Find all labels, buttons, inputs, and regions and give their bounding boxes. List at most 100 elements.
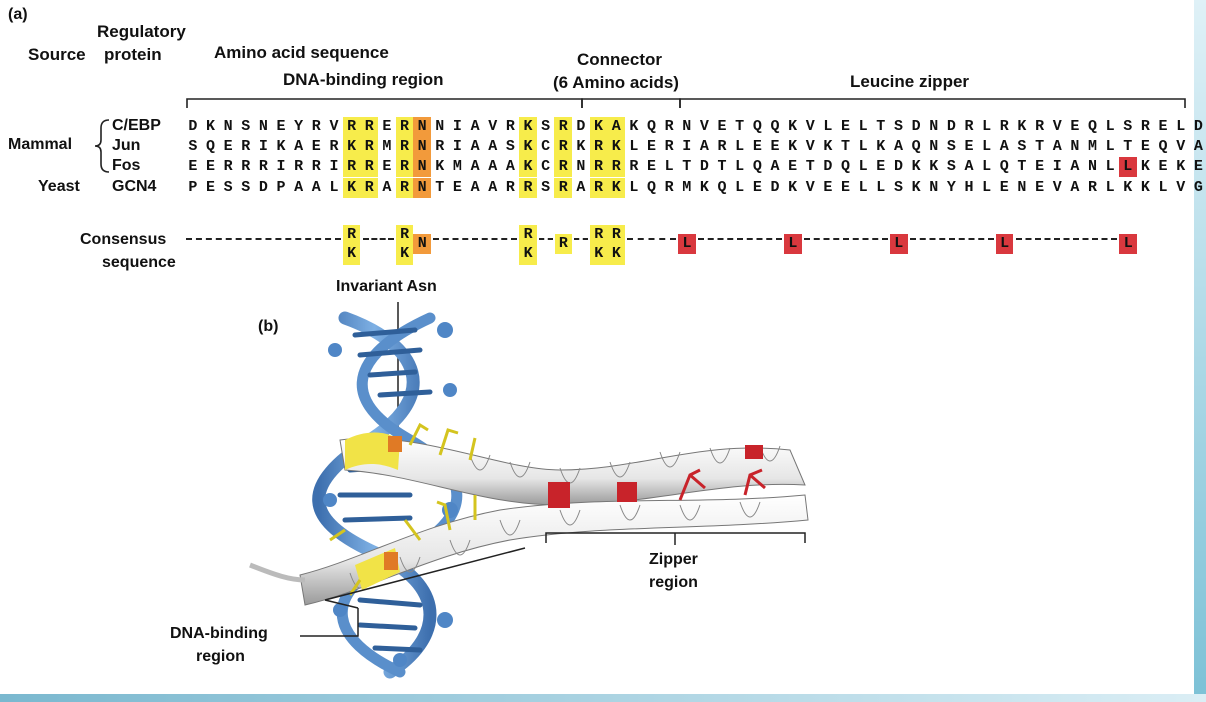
invariant-asn-label: Invariant Asn	[336, 278, 437, 295]
basic-side-chains	[329, 422, 477, 596]
consensus-gap	[186, 238, 341, 242]
residue: R	[311, 118, 321, 135]
residue: E	[646, 158, 656, 175]
residue: E	[1158, 118, 1168, 135]
residue: L	[982, 138, 992, 155]
consensus-label-2: sequence	[102, 254, 176, 271]
residue: A	[470, 118, 480, 135]
lower-alpha-helix	[249, 494, 809, 606]
frame-right-edge	[1194, 0, 1206, 702]
residue: R	[435, 138, 445, 155]
residue: K	[276, 138, 286, 155]
residue: L	[329, 179, 339, 196]
residue: K	[1017, 118, 1027, 135]
residue: L	[629, 179, 639, 196]
residue: L	[1105, 138, 1115, 155]
residue: Q	[752, 118, 762, 135]
protein-cebp: C/EBP	[112, 117, 161, 134]
consensus-residue: R	[554, 234, 573, 254]
protein-gcn4: GCN4	[112, 178, 157, 195]
consensus-gap	[627, 238, 677, 242]
residue: Q	[717, 179, 727, 196]
zipper-region-label: Zipper	[649, 551, 698, 568]
residue: Q	[205, 138, 215, 155]
residue: L	[735, 138, 745, 155]
residue: S	[505, 138, 515, 155]
residue: N	[223, 118, 233, 135]
residue: L	[1118, 157, 1137, 177]
residue: Q	[911, 138, 921, 155]
residue: A	[470, 158, 480, 175]
residue: V	[488, 118, 498, 135]
residue: L	[1176, 118, 1186, 135]
residue: A	[488, 138, 498, 155]
residue: A	[1193, 138, 1203, 155]
consensus-gap	[433, 238, 518, 242]
residue: V	[1176, 138, 1186, 155]
residue: A	[699, 138, 709, 155]
consensus-gap	[697, 238, 783, 242]
residue: I	[258, 138, 268, 155]
residue: T	[1035, 138, 1045, 155]
residue: S	[241, 118, 251, 135]
consensus-residue: L	[890, 234, 908, 254]
residue: I	[1052, 158, 1062, 175]
residue: T	[1123, 138, 1133, 155]
residue: L	[735, 158, 745, 175]
residue: L	[664, 158, 674, 175]
consensus-residue: L	[995, 234, 1014, 254]
header-amino-acid-sequence: Amino acid sequence	[214, 43, 389, 62]
residue: K	[519, 157, 537, 177]
residue: V	[699, 118, 709, 135]
residue: K	[911, 179, 921, 196]
residue: R	[1087, 179, 1097, 196]
residue: R	[241, 158, 251, 175]
residue: I	[276, 158, 286, 175]
dna-binding-label: DNA-binding	[170, 625, 268, 642]
residue: K	[1176, 158, 1186, 175]
residue: N	[413, 178, 431, 198]
residue: E	[1035, 158, 1045, 175]
residue: N	[258, 118, 268, 135]
residue: E	[788, 158, 798, 175]
residue: R	[360, 157, 379, 177]
residue: A	[470, 138, 480, 155]
consensus-residue: L	[1119, 234, 1138, 254]
residue: E	[841, 118, 851, 135]
residue: K	[576, 138, 586, 155]
residue: L	[1105, 179, 1115, 196]
residue: D	[576, 118, 586, 135]
residue: S	[541, 118, 551, 135]
residue: R	[607, 157, 626, 177]
residue: A	[1070, 158, 1080, 175]
dna-double-helix	[312, 311, 463, 679]
residue: M	[682, 179, 692, 196]
residue: E	[452, 179, 462, 196]
residue: R	[342, 157, 361, 177]
residue: A	[294, 138, 304, 155]
dna-binding-label-2: region	[196, 648, 245, 665]
residue: A	[999, 138, 1009, 155]
panel-b-label: (b)	[258, 318, 279, 335]
residue: R	[294, 158, 304, 175]
residue: D	[946, 118, 956, 135]
residue: K	[823, 138, 833, 155]
residue: E	[999, 179, 1009, 196]
residue: Q	[752, 158, 762, 175]
residue: H	[964, 179, 974, 196]
residue: I	[452, 118, 462, 135]
residue: I	[452, 138, 462, 155]
residue: R	[342, 117, 361, 137]
residue: E	[964, 138, 974, 155]
consensus-gap	[539, 238, 553, 242]
protein-fos: Fos	[112, 157, 141, 174]
residue: E	[223, 138, 233, 155]
residue: E	[382, 118, 392, 135]
residue: R	[360, 117, 379, 137]
residue: K	[607, 178, 626, 198]
dna-binding-bracket	[300, 547, 526, 637]
